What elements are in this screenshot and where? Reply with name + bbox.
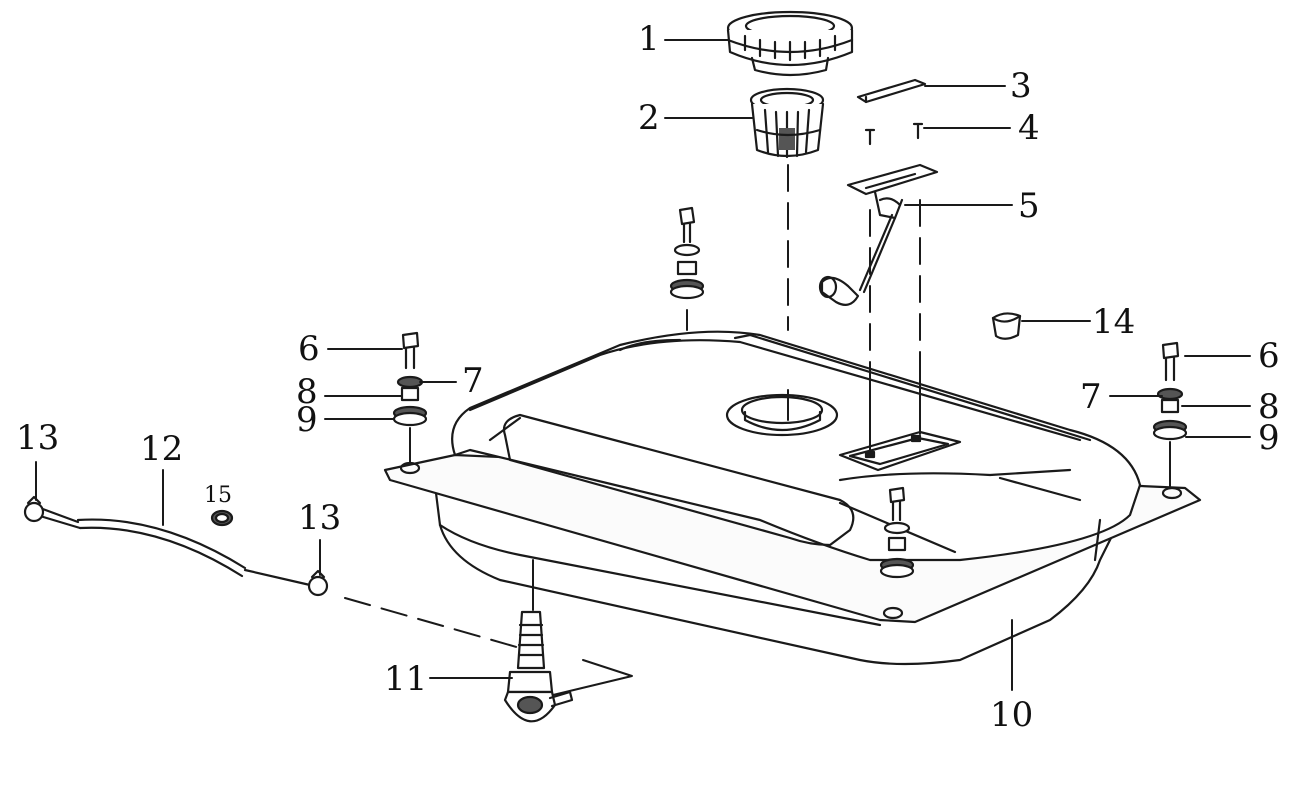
mount-stack-left [392, 331, 428, 427]
callout-3: 3 [1010, 66, 1032, 106]
callout-8-left: 8 [296, 372, 318, 412]
hose-clamp-left [23, 495, 45, 523]
fuel-strainer [749, 87, 825, 159]
callout-9-left: 9 [296, 400, 318, 440]
callout-6-left: 6 [298, 329, 320, 369]
callout-labels: 1 2 3 4 5 6 7 8 9 6 7 8 9 10 11 12 13 13… [16, 19, 1280, 735]
callout-leaders [35, 39, 1251, 679]
fuel-tank [383, 330, 1202, 666]
hose-clamp-right [307, 569, 329, 597]
callout-5: 5 [1018, 186, 1040, 226]
gauge-screws [864, 122, 924, 146]
callout-9-right: 9 [1258, 418, 1280, 458]
callout-13-right: 13 [298, 498, 341, 538]
assembly-lines [409, 309, 1171, 696]
vent-cap [991, 312, 1022, 340]
gauge-cover [856, 78, 927, 104]
fuel-hose [38, 506, 312, 587]
callout-12: 12 [140, 429, 183, 469]
callout-2: 2 [638, 98, 660, 138]
callout-14: 14 [1092, 302, 1135, 342]
callout-7-left: 7 [462, 361, 484, 401]
callout-1: 1 [638, 19, 660, 59]
filler-cap [726, 10, 854, 77]
callout-7-right: 7 [1080, 377, 1102, 417]
callout-6-right: 6 [1258, 336, 1280, 376]
callout-15: 15 [204, 483, 232, 508]
mount-stack-front [879, 486, 915, 579]
callout-10: 10 [990, 695, 1033, 735]
callout-4: 4 [1018, 108, 1040, 148]
fuel-gauge [818, 163, 939, 307]
callout-8-right: 8 [1258, 387, 1280, 427]
callout-11: 11 [384, 659, 427, 699]
callout-13-left: 13 [16, 418, 59, 458]
assembly-centerlines [344, 164, 921, 649]
hose-clip [210, 509, 234, 527]
fuel-valve [503, 610, 574, 723]
mount-stack-rear-left [669, 206, 705, 300]
mount-stack-right [1152, 341, 1188, 441]
